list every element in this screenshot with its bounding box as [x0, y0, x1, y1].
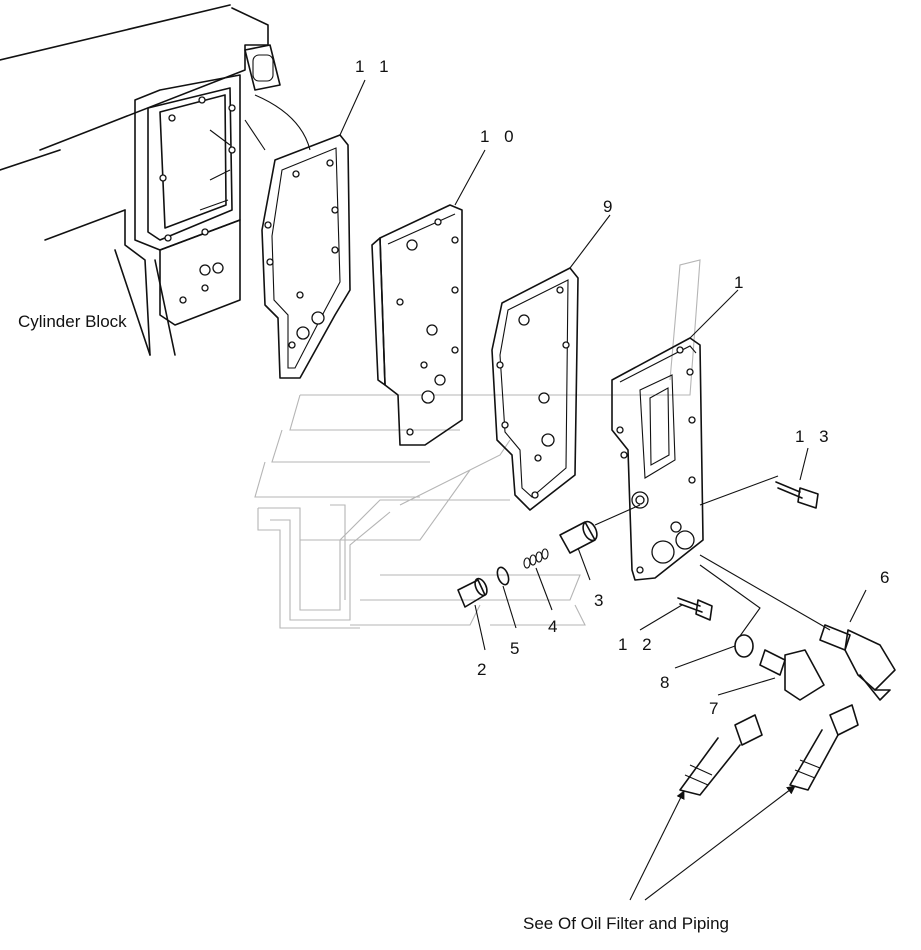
part-5-o-ring [496, 566, 510, 586]
callout-1: 1 [734, 273, 748, 292]
callout-9: 9 [603, 197, 617, 216]
part-4-spring [523, 548, 549, 569]
callout-3: 3 [594, 591, 608, 610]
part-6-elbow [699, 554, 896, 701]
callout-11: 1 1 [355, 57, 394, 76]
reference-arrows [629, 785, 796, 901]
part-3-valve [559, 504, 641, 554]
part-12-bolt [677, 597, 713, 621]
callout-4: 4 [548, 617, 562, 636]
callout-12: 1 2 [618, 635, 657, 654]
part-8-gasket [699, 564, 761, 658]
part-13-bolt [699, 475, 819, 509]
callout-5: 5 [510, 639, 524, 658]
see-oil-filter-note: See Of Oil Filter and Piping [523, 914, 729, 933]
reference-outline [254, 259, 701, 629]
leader-lines [339, 79, 867, 696]
callout-8: 8 [660, 673, 674, 692]
part-1-cover [611, 337, 704, 581]
oil-pipes [679, 704, 859, 796]
part-9-gasket [491, 267, 579, 511]
part-11-gasket [261, 134, 351, 379]
callout-2: 2 [477, 660, 491, 679]
callout-13: 1 3 [795, 427, 834, 446]
callout-6: 6 [880, 568, 894, 587]
cylinder-block-label: Cylinder Block [18, 312, 127, 331]
part-7-connector [759, 649, 825, 701]
callout-10: 1 0 [480, 127, 519, 146]
callout-7: 7 [709, 699, 723, 718]
part-10-cooler-core [371, 204, 463, 446]
part-2-plug [457, 577, 488, 608]
cylinder-block [0, 4, 311, 356]
